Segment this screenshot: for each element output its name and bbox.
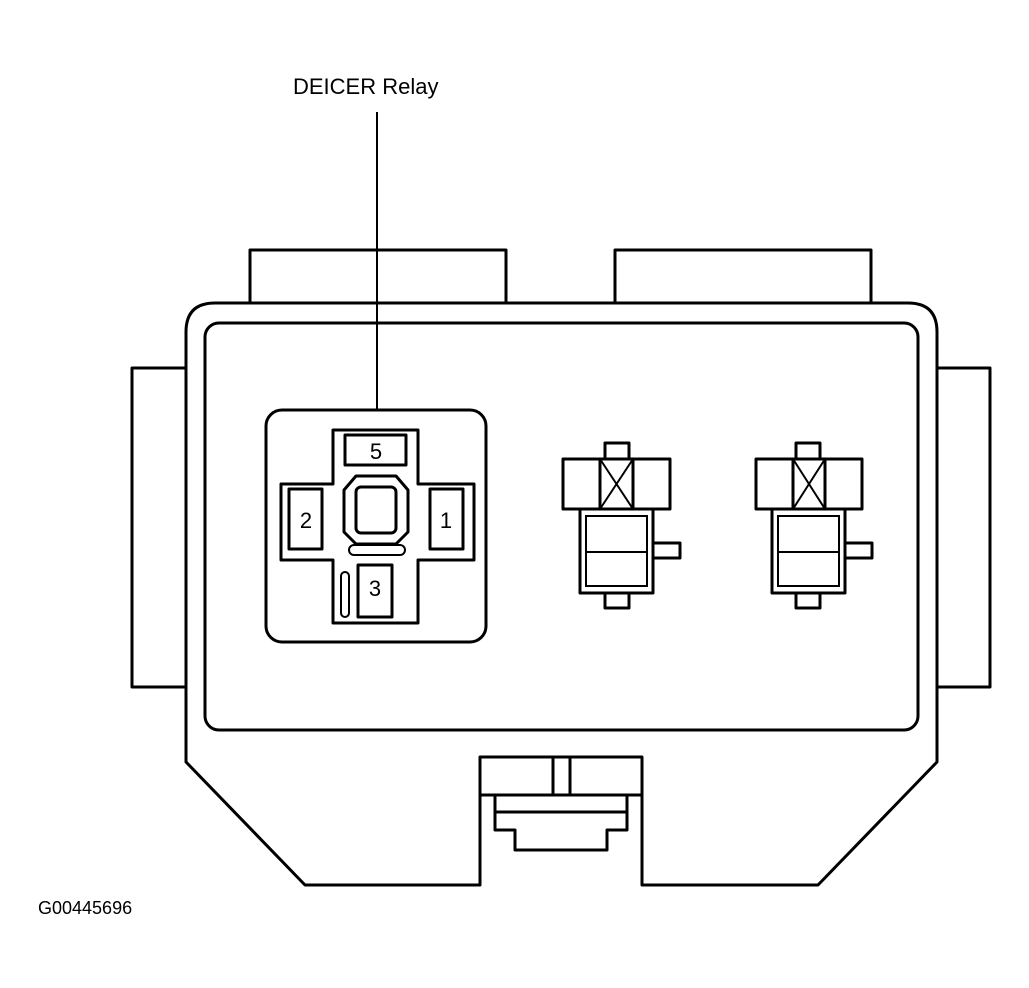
relay-cross-outline <box>279 428 476 625</box>
connector-b-bottom-tab <box>794 591 822 610</box>
terminal-1-label: 1 <box>440 508 452 533</box>
callout-label: DEICER Relay <box>293 74 438 99</box>
connector-a-bottom-tab <box>603 591 631 610</box>
right-side-tab <box>937 366 992 689</box>
terminal-2-label: 2 <box>300 508 312 533</box>
deicer-relay-socket: 5 2 1 3 <box>264 408 488 644</box>
top-right-tab <box>613 248 873 303</box>
connector-a-header <box>561 457 672 511</box>
figure-id: G00445696 <box>38 898 132 918</box>
relay-socket-frame <box>264 408 488 644</box>
connector-socket-a <box>561 441 682 610</box>
bottom-latch <box>478 755 644 852</box>
terminal-3-label: 3 <box>369 576 381 601</box>
connector-b-side-lock <box>843 541 874 560</box>
terminal-5 <box>343 433 408 467</box>
connector-a-side-lock <box>651 541 682 560</box>
terminal-5-label: 5 <box>370 439 382 464</box>
connector-a-top-tab <box>603 441 631 461</box>
connector-b-top-tab <box>794 441 822 461</box>
relay-guide-slot <box>340 571 350 618</box>
connector-socket-b <box>754 441 874 610</box>
terminal-1 <box>428 487 465 551</box>
relay-key-slot <box>348 544 406 556</box>
top-left-tab <box>248 248 508 303</box>
relay-center-cavity <box>342 474 410 546</box>
terminal-2 <box>287 487 324 551</box>
terminal-3 <box>356 563 394 619</box>
relay-center-pin <box>354 485 398 535</box>
left-side-tab <box>130 366 186 689</box>
inner-panel <box>203 321 920 732</box>
connector-b-header <box>754 457 864 511</box>
